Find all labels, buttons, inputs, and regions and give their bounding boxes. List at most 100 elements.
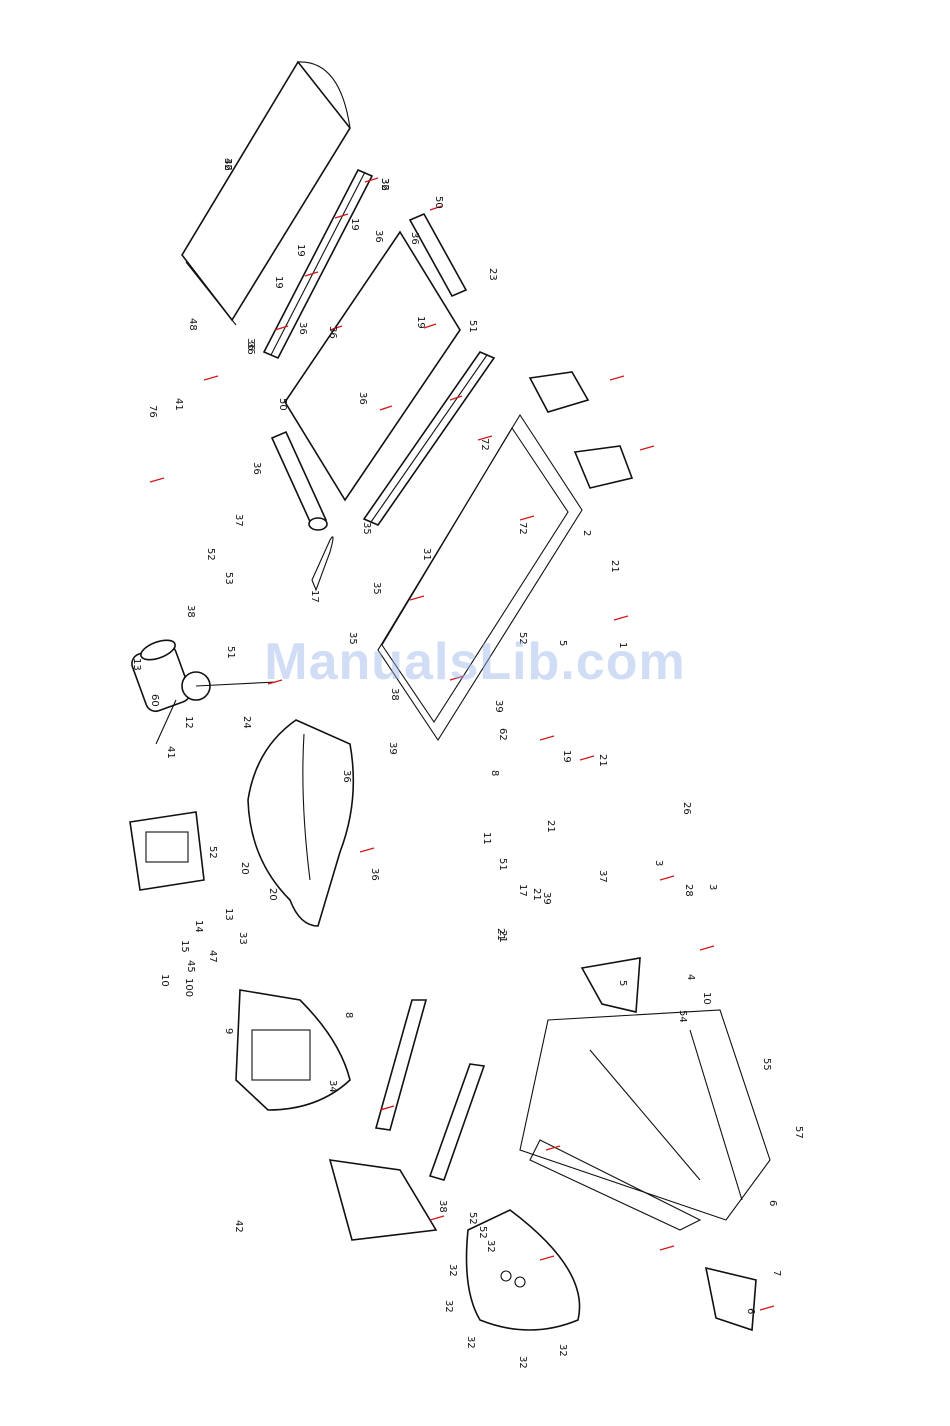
part-callout-label: 3 [653, 860, 664, 866]
side-rail-left [262, 168, 374, 360]
part-callout-label: 33 [237, 932, 248, 945]
part-callout-label: 51 [497, 858, 508, 871]
drive-motor [131, 639, 277, 745]
part-callout-label: 32 [443, 1300, 454, 1313]
console-base [235, 989, 351, 1111]
base-frame [519, 1009, 771, 1231]
part-callout-label: 5 [617, 980, 628, 986]
incline-bracket-a [528, 371, 590, 413]
part-callout-label: 9 [223, 1028, 234, 1034]
part-callout-label: 42 [233, 1220, 244, 1233]
part-callout-label: 51 [225, 646, 236, 659]
part-callout-label: 21 [495, 928, 506, 941]
part-callout-label: 21 [609, 560, 620, 573]
part-callout-label: 51 [467, 320, 478, 333]
part-callout-label: 23 [487, 268, 498, 281]
part-callout-label: 13 [223, 908, 234, 921]
part-callout-label: 4 [685, 974, 696, 980]
incline-bracket-b [573, 445, 634, 489]
part-callout-label: 14 [193, 920, 204, 933]
part-callout-label: 37 [233, 514, 244, 527]
part-callout-label: 60 [149, 694, 160, 707]
part-callout-label: 8 [489, 770, 500, 776]
part-callout-label: 50 [433, 196, 444, 209]
part-callout-label: 35 [371, 582, 382, 595]
part-callout-label: 26 [681, 802, 692, 815]
part-callout-label: 10 [159, 974, 170, 987]
part-callout-label: 36 [245, 342, 256, 355]
part-callout-label: 55 [761, 1058, 772, 1071]
part-callout-label: 6 [767, 1200, 778, 1206]
part-callout-label: 2 [581, 530, 592, 536]
part-callout-label: 31 [421, 548, 432, 561]
part-callout-label: 36 [245, 338, 256, 351]
end-cap-b [704, 1266, 757, 1332]
part-callout-label: 38 [185, 605, 196, 618]
part-callout-label: 32 [447, 1264, 458, 1277]
part-callout-label: 28 [683, 884, 694, 897]
part-callout-label: 36 [357, 392, 368, 405]
part-callout-label: 52 [467, 1212, 478, 1225]
part-callout-label: 32 [379, 178, 390, 191]
part-callout-label: 12 [183, 716, 194, 729]
part-callout-label: 62 [497, 728, 508, 741]
part-callout-label: 3 [707, 884, 718, 890]
control-board [129, 811, 205, 891]
part-callout-label: 54 [677, 1010, 688, 1023]
part-callout-label: 72 [479, 438, 490, 451]
part-callout-label: 21 [597, 754, 608, 767]
deck-board [181, 60, 351, 326]
part-callout-label: 35 [361, 522, 372, 535]
part-callout-label: 36 [379, 178, 390, 191]
part-callout-label: 36 [327, 326, 338, 339]
part-callout-label: 39 [387, 742, 398, 755]
part-callout-label: 41 [173, 398, 184, 411]
motor-hood [247, 719, 355, 927]
part-callout-label: 15 [179, 940, 190, 953]
console-display [465, 1209, 581, 1331]
part-callout-label: 41 [165, 746, 176, 759]
part-callout-label: 21 [531, 888, 542, 901]
part-callout-label: 46 [222, 158, 233, 171]
part-callout-label: 36 [369, 868, 380, 881]
part-callout-label: 47 [207, 950, 218, 963]
part-callout-label: 13 [131, 658, 142, 671]
part-callout-label: 52 [517, 632, 528, 645]
part-callout-label: 52 [205, 548, 216, 561]
running-belt [284, 230, 461, 502]
part-callout-label: 72 [517, 522, 528, 535]
part-callout-label: 32 [485, 1240, 496, 1253]
part-callout-label: 19 [295, 244, 306, 257]
part-callout-label: 50 [277, 398, 288, 411]
part-callout-label: 34 [327, 1080, 338, 1093]
leader-lines [149, 177, 775, 1311]
part-callout-label: 17 [309, 590, 320, 603]
upright-left [374, 999, 428, 1131]
end-cap-a [580, 957, 641, 1013]
drive-belt [311, 536, 334, 592]
part-callout-label: 19 [273, 276, 284, 289]
part-callout-label: 48 [187, 318, 198, 331]
part-callout-label: 38 [389, 688, 400, 701]
part-callout-label: 11 [481, 832, 492, 845]
part-callout-label: 39 [541, 892, 552, 905]
part-callout-label: 8 [343, 1012, 354, 1018]
part-callout-label: 32 [222, 158, 233, 171]
part-callout-label: 32 [557, 1344, 568, 1357]
rear-roller [408, 212, 468, 298]
part-callout-label: 7 [771, 1270, 782, 1276]
part-callout-label: 32 [465, 1336, 476, 1349]
part-callout-label: 45 [185, 960, 196, 973]
part-callout-label: 17 [517, 884, 528, 897]
part-callout-label: 6 [745, 1308, 756, 1314]
part-callout-label: 38 [437, 1200, 448, 1213]
part-callout-label: 100 [183, 978, 194, 997]
part-callout-label: 1 [617, 642, 628, 648]
part-callout-label: 36 [373, 230, 384, 243]
part-callout-label: 36 [409, 232, 420, 245]
front-roller [270, 430, 328, 531]
part-callout-label: 21 [545, 820, 556, 833]
part-callout-label: 39 [493, 700, 504, 713]
